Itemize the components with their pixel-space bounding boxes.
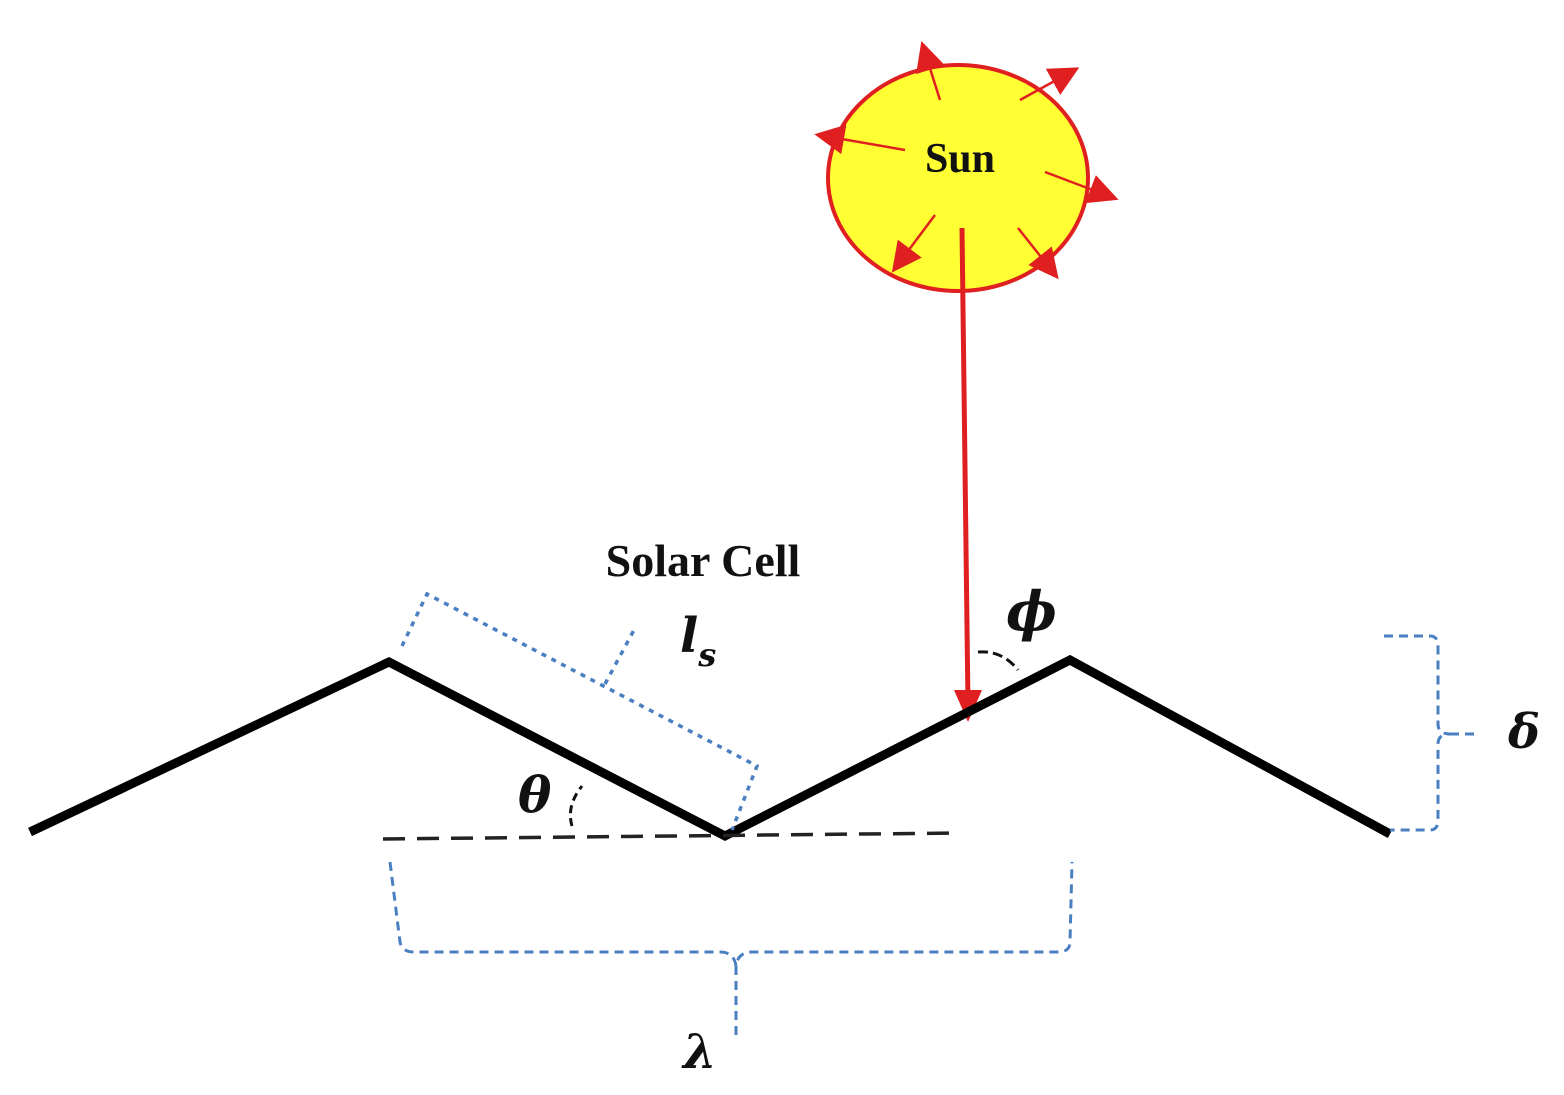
amplitude-label: δ — [1507, 704, 1540, 760]
amplitude-bracket — [1384, 634, 1480, 832]
solar-cell-label: Solar Cell — [606, 535, 801, 586]
sun-ray-top-left — [916, 41, 945, 101]
sun: Sun — [814, 41, 1119, 293]
sun-ray-bottom-left — [891, 214, 936, 273]
wavelength-label: λ — [681, 1024, 717, 1080]
corrugated-surface-profile — [28, 654, 1393, 842]
sun-ray-right — [1044, 170, 1119, 204]
sun-rays — [814, 41, 1119, 280]
slant-length-subscript: s — [697, 636, 716, 674]
tilt-angle-arc — [568, 785, 584, 827]
incident-ray — [959, 227, 971, 707]
incident-ray-arrowhead — [954, 690, 982, 722]
sun-ray-bottom-right — [1017, 227, 1059, 280]
slant-length-bracket — [400, 591, 760, 831]
sun-ray-left — [814, 124, 906, 155]
incidence-angle-label: ϕ — [1006, 579, 1057, 643]
sun-ray-top-right — [1019, 67, 1080, 102]
slant-length-label: ls — [680, 608, 716, 674]
sun-label: Sun — [925, 136, 995, 182]
tilt-angle-label: θ — [518, 765, 552, 824]
incidence-angle-arc — [977, 650, 1020, 671]
slant-length-symbol: l — [680, 608, 698, 664]
wavelength-bracket — [388, 861, 1074, 1040]
baseline-dashed — [382, 831, 961, 841]
